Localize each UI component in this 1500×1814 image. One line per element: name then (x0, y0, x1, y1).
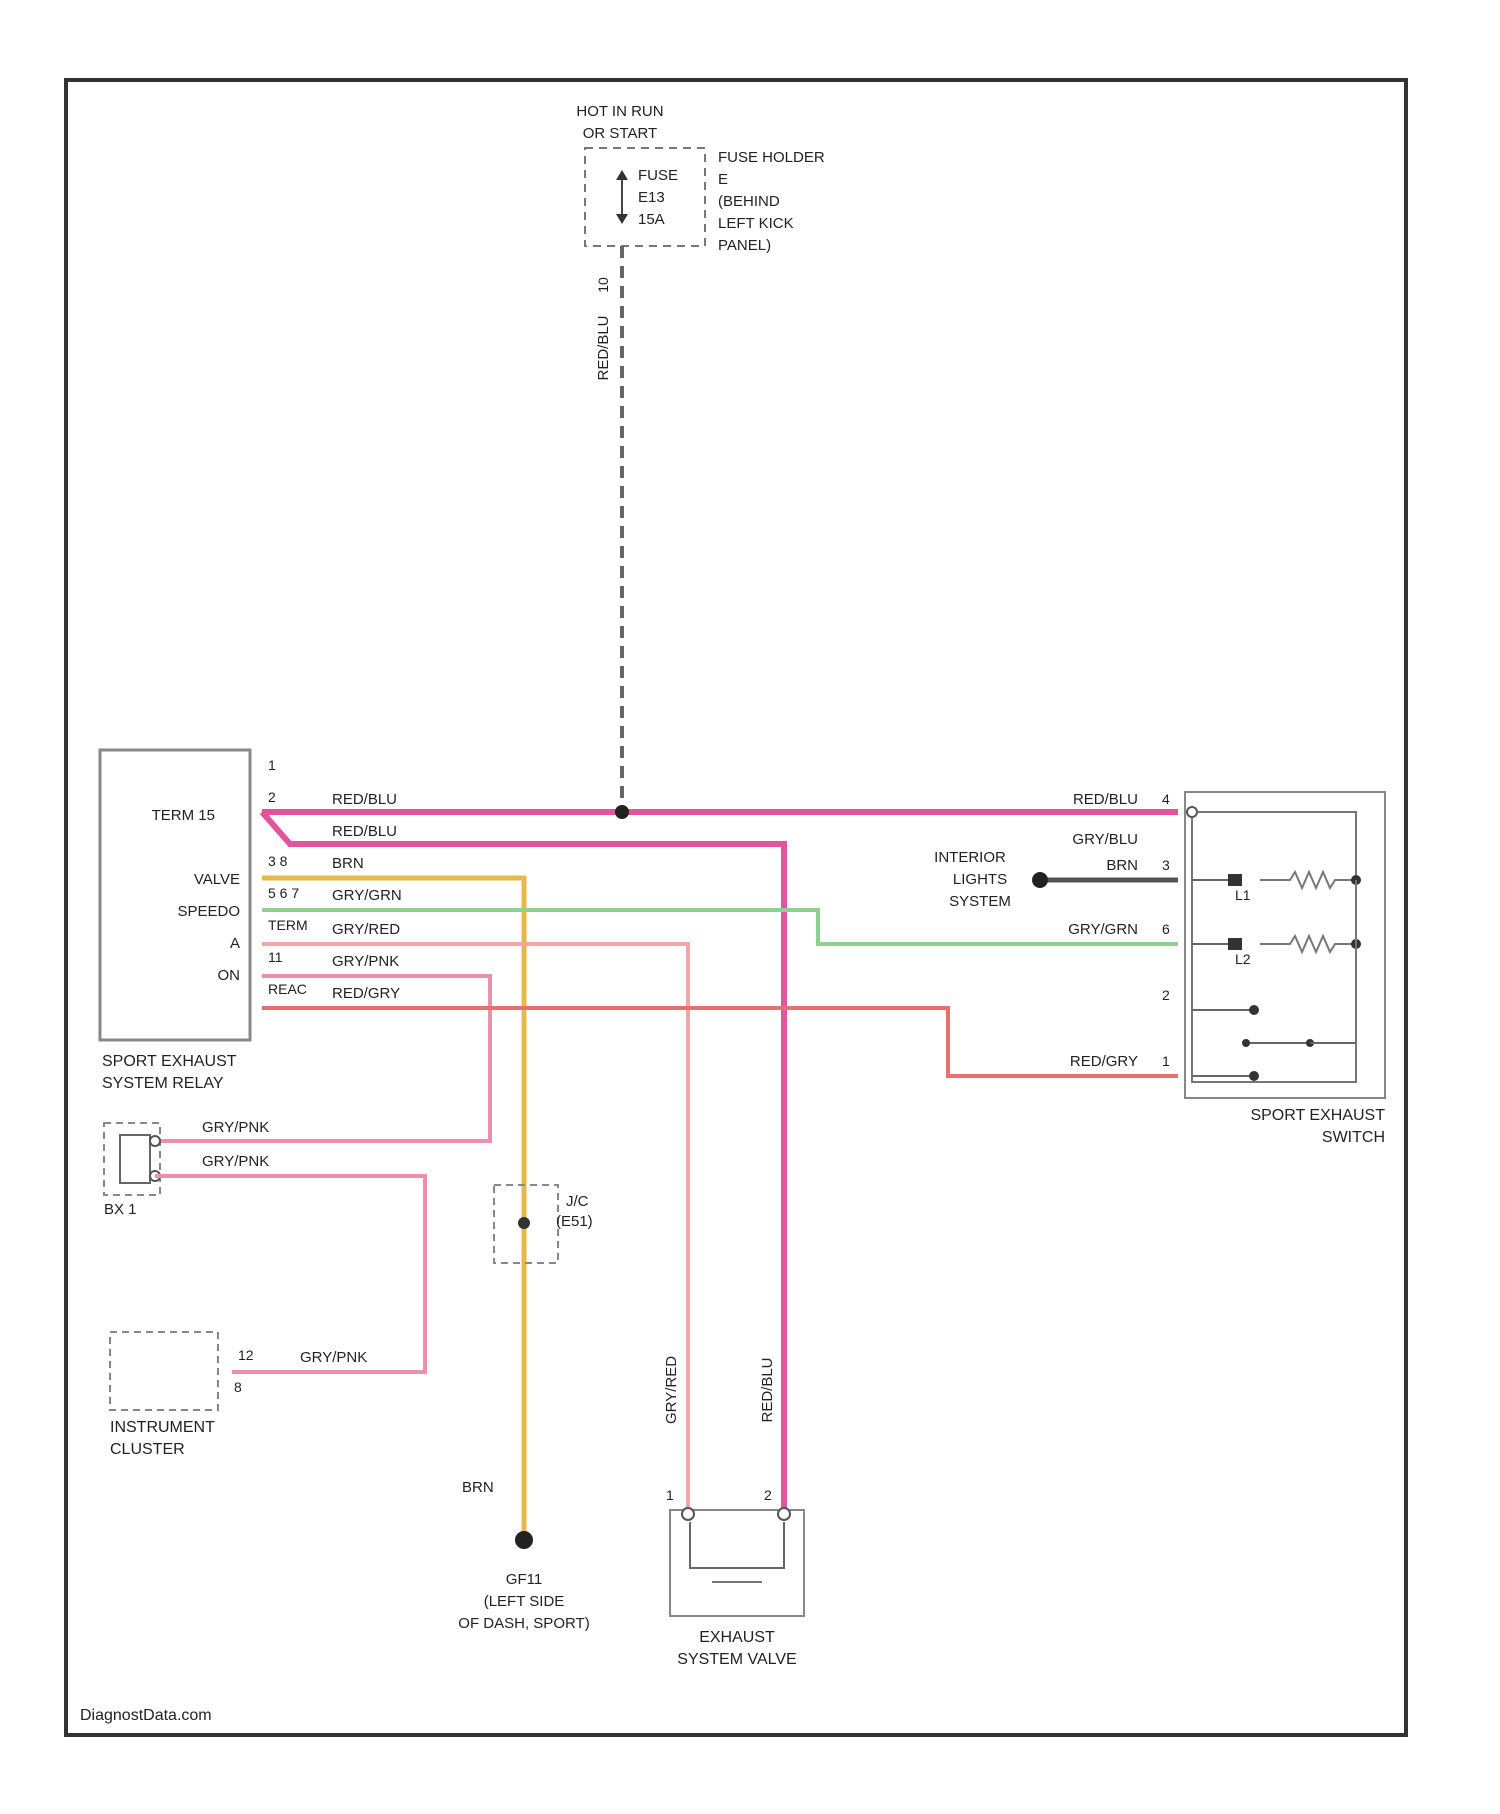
fuse-label-line2: E13 (638, 189, 665, 206)
wire-label-red-gry: RED/GRY (332, 985, 400, 1002)
valve-wire-right-label: RED/BLU (759, 1357, 776, 1422)
wire-label-gry-pnk-b: GRY/PNK (202, 1153, 269, 1170)
interior-lights-line1: INTERIOR (934, 849, 1006, 866)
relay-box (100, 750, 250, 1040)
wire-label-brn: BRN (332, 855, 364, 872)
relay-name-line1: SPORT EXHAUST (102, 1053, 237, 1070)
switch-wire-red: RED/GRY (1070, 1053, 1138, 1070)
relay-pin-reac: REAC (268, 981, 307, 997)
relay-a-label: A (230, 935, 240, 952)
connector-bx1-pin-a (150, 1136, 160, 1146)
fuse-feed-pin: 10 (595, 277, 611, 293)
power-hot-line2: OR START (583, 125, 657, 142)
relay-valve-label: VALVE (194, 871, 240, 888)
switch-lamp-l1 (1228, 874, 1242, 886)
switch-inner-box (1192, 812, 1356, 1082)
instrument-cluster-box (110, 1332, 218, 1410)
connector-bx1-body (120, 1135, 150, 1183)
relay-speedo-label: SPEEDO (177, 903, 240, 920)
relay-pin-1: 1 (268, 757, 276, 773)
valve-wire-left-label: GRY/RED (663, 1356, 680, 1424)
fuse-bottom-arrow (616, 214, 628, 224)
wire-label-gry-pnk-a: GRY/PNK (202, 1119, 269, 1136)
fuse-holder-line3: (BEHIND (718, 193, 780, 210)
switch-terminal-4 (1187, 807, 1197, 817)
cluster-pin-8: 8 (234, 1379, 242, 1395)
relay-pin-11: 11 (268, 949, 283, 965)
wire-gry-pnk-cluster (155, 1176, 425, 1372)
fuse-label-line1: FUSE (638, 167, 678, 184)
splice-dot (615, 805, 629, 819)
switch-contact-pin1-dot (1249, 1071, 1259, 1081)
relay-on-label: ON (218, 967, 241, 984)
valve-motor-symbol (690, 1522, 784, 1568)
interior-lights-dot (1032, 872, 1048, 888)
switch-resistor-l2 (1260, 936, 1356, 952)
valve-name-line2: SYSTEM VALVE (677, 1651, 796, 1668)
switch-l1-label: L1 (1235, 887, 1251, 903)
switch-name-line1: SPORT EXHAUST (1250, 1107, 1385, 1124)
fuse-holder-line2: E (718, 171, 728, 188)
ground-wire-label: BRN (462, 1479, 494, 1496)
fuse-label-line3: 15A (638, 211, 665, 228)
cluster-pin-12: 12 (238, 1347, 254, 1363)
connector-bx1-label: BX 1 (104, 1201, 137, 1218)
switch-contact-bridge-dot1 (1242, 1039, 1250, 1047)
relay-pin-2: 2 (268, 789, 276, 805)
cluster-name-line2: CLUSTER (110, 1441, 185, 1458)
fuse-holder-line4: LEFT KICK (718, 215, 794, 232)
junction-connector-line1: J/C (566, 1193, 589, 1210)
relay-pin-term: TERM (268, 917, 308, 933)
switch-wire-top: RED/BLU (1073, 791, 1138, 808)
switch-pin-3: 3 (1162, 857, 1170, 873)
power-hot-line1: HOT IN RUN (576, 103, 663, 120)
wire-red-gry (262, 1008, 1178, 1076)
switch-pin-6: 6 (1162, 921, 1170, 937)
interior-lights-line2: LIGHTS (953, 871, 1007, 888)
interior-lights-line3: SYSTEM (949, 893, 1011, 910)
wire-label-gry-red: GRY/RED (332, 921, 400, 938)
wire-label-gry-grn: GRY/GRN (332, 887, 402, 904)
wire-label-gry-pnk-c: GRY/PNK (300, 1349, 367, 1366)
switch-contact-pin2-dot (1249, 1005, 1259, 1015)
ground-line2: (LEFT SIDE (484, 1593, 565, 1610)
switch-pin-2: 2 (1162, 987, 1170, 1003)
watermark: DiagnostData.com (80, 1707, 212, 1724)
valve-pin-2: 2 (764, 1487, 772, 1503)
fuse-holder-line5: PANEL) (718, 237, 771, 254)
switch-lamp-l2 (1228, 938, 1242, 950)
valve-name-line1: EXHAUST (699, 1629, 775, 1646)
switch-pin-1: 1 (1162, 1053, 1170, 1069)
switch-resistor-l1 (1260, 872, 1356, 888)
switch-l2-label: L2 (1235, 951, 1251, 967)
junction-connector-line2: (E51) (556, 1213, 593, 1230)
valve-pin-1: 1 (666, 1487, 674, 1503)
wire-label-red-blu-1: RED/BLU (332, 791, 397, 808)
wire-label-gry-pnk: GRY/PNK (332, 953, 399, 970)
switch-wire-brn: BRN (1106, 857, 1138, 874)
cluster-name-line1: INSTRUMENT (110, 1419, 215, 1436)
junction-connector-dot (518, 1217, 530, 1229)
ground-line1: GF11 (506, 1571, 542, 1588)
switch-wire-top2: GRY/BLU (1072, 831, 1138, 848)
fuse-feed-wire-label: RED/BLU (595, 315, 612, 380)
ground-point-gf11 (515, 1531, 533, 1549)
ground-line3: OF DASH, SPORT) (458, 1615, 589, 1632)
switch-wire-grn: GRY/GRN (1068, 921, 1138, 938)
wire-gry-red (262, 944, 688, 1510)
fuse-holder-line1: FUSE HOLDER (718, 149, 825, 166)
switch-name-line2: SWITCH (1322, 1129, 1385, 1146)
switch-pin-4: 4 (1162, 791, 1170, 807)
wire-label-red-blu-2: RED/BLU (332, 823, 397, 840)
relay-term15-label: TERM 15 (152, 807, 215, 824)
valve-terminal-1 (682, 1508, 694, 1520)
connector-bx1 (104, 1123, 160, 1195)
relay-pin-5-6-7: 5 6 7 (268, 885, 299, 901)
relay-pin-3-8: 3 8 (268, 853, 288, 869)
fuse-top-arrow (616, 170, 628, 180)
relay-name-line2: SYSTEM RELAY (102, 1075, 224, 1092)
diagram-frame (66, 80, 1406, 1735)
valve-terminal-2 (778, 1508, 790, 1520)
